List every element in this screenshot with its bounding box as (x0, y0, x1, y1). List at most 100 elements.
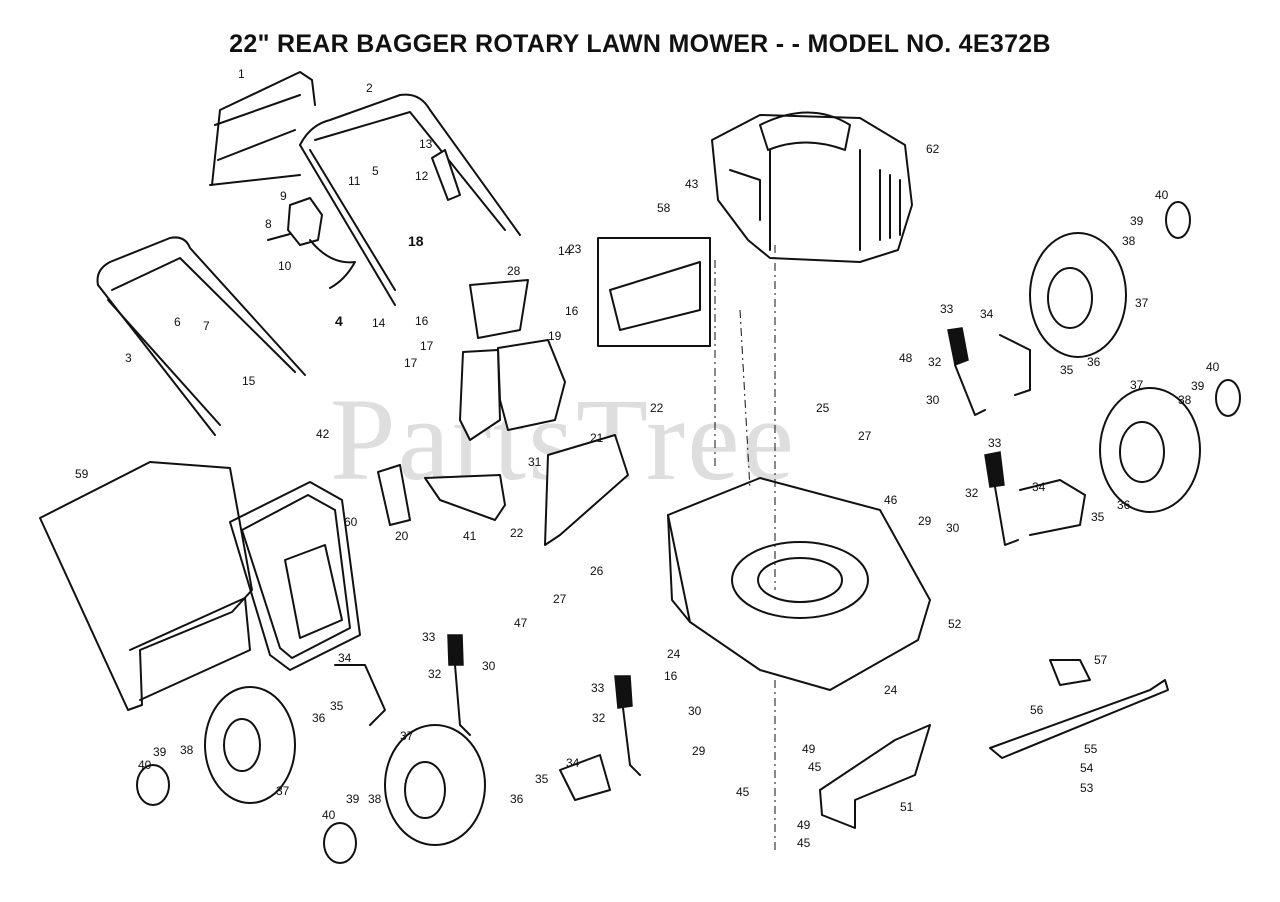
label-42: 42 (316, 427, 330, 441)
label-39b: 39 (1191, 379, 1205, 393)
label-54: 54 (1080, 761, 1094, 775)
label-32d: 32 (592, 711, 606, 725)
label-39c: 39 (153, 745, 167, 759)
label-36: 36 (1087, 355, 1101, 369)
label-22b: 22 (510, 526, 524, 540)
label-16c: 16 (664, 669, 678, 683)
label-53: 53 (1080, 781, 1094, 795)
label-58: 58 (657, 201, 671, 215)
label-19: 19 (548, 329, 562, 343)
label-17: 17 (420, 339, 434, 353)
label-33: 33 (940, 302, 954, 316)
label-29: 29 (918, 514, 932, 528)
blade-assembly (819, 659, 1169, 829)
label-36d: 36 (510, 792, 524, 806)
label-34b: 34 (1032, 480, 1046, 494)
middle-handle (299, 93, 521, 306)
label-43: 43 (685, 177, 699, 191)
label-30: 30 (926, 393, 940, 407)
mower-deck (667, 477, 931, 691)
label-40c: 40 (138, 758, 152, 772)
label-14b: 14 (372, 316, 386, 330)
label-51: 51 (900, 800, 914, 814)
label-59: 59 (75, 467, 89, 481)
label-28: 28 (507, 264, 521, 278)
part-labels: 1 2 3 4 5 6 7 8 9 10 11 12 13 14 14 15 1… (75, 67, 1220, 850)
label-24b: 24 (884, 683, 898, 697)
label-33c: 33 (422, 630, 436, 644)
label-31: 31 (528, 455, 542, 469)
label-37c: 37 (276, 784, 290, 798)
control-bracket (267, 197, 356, 289)
diagram-title: 22" REAR BAGGER ROTARY LAWN MOWER - - MO… (229, 30, 1051, 58)
label-34: 34 (980, 307, 994, 321)
label-35: 35 (1060, 363, 1074, 377)
label-48: 48 (899, 351, 913, 365)
label-21: 21 (590, 431, 604, 445)
label-34d: 34 (566, 756, 580, 770)
lower-handle (96, 236, 306, 436)
label-18: 18 (408, 233, 424, 249)
label-35d: 35 (535, 772, 549, 786)
label-15: 15 (242, 374, 256, 388)
label-40b: 40 (1206, 360, 1220, 374)
label-9: 9 (280, 189, 287, 203)
label-32c: 32 (428, 667, 442, 681)
label-7: 7 (203, 319, 210, 333)
label-6: 6 (174, 315, 181, 329)
label-3: 3 (125, 351, 132, 365)
label-45: 45 (736, 785, 750, 799)
label-2: 2 (366, 81, 373, 95)
label-33d: 33 (591, 681, 605, 695)
label-27: 27 (858, 429, 872, 443)
label-10: 10 (278, 259, 292, 273)
label-27b: 27 (553, 592, 567, 606)
label-11: 11 (348, 174, 361, 188)
height-adjusters (334, 327, 1086, 801)
label-17b: 17 (404, 356, 418, 370)
label-36c: 36 (312, 711, 326, 725)
grass-bag (39, 461, 253, 711)
label-45c: 45 (797, 836, 811, 850)
label-37: 37 (1135, 296, 1149, 310)
wheels (204, 232, 1201, 846)
label-12: 12 (415, 169, 429, 183)
label-25: 25 (816, 401, 830, 415)
label-5: 5 (372, 164, 379, 178)
label-39d: 39 (346, 792, 360, 806)
label-13: 13 (419, 137, 433, 151)
label-34c: 34 (338, 651, 352, 665)
label-35c: 35 (330, 699, 344, 713)
engine (711, 111, 913, 263)
label-24: 24 (667, 647, 681, 661)
label-30d: 30 (688, 704, 702, 718)
part-23-callout-box (597, 237, 711, 347)
label-38c: 38 (180, 743, 194, 757)
label-33b: 33 (988, 436, 1002, 450)
label-8: 8 (265, 217, 272, 231)
label-38: 38 (1122, 234, 1136, 248)
upper-handle (209, 71, 316, 186)
label-37d: 37 (400, 729, 414, 743)
label-56: 56 (1030, 703, 1044, 717)
label-52: 52 (948, 617, 962, 631)
label-57: 57 (1094, 653, 1108, 667)
label-49: 49 (802, 742, 816, 756)
label-1: 1 (238, 67, 245, 81)
label-47: 47 (514, 616, 528, 630)
label-16: 16 (415, 314, 429, 328)
label-32: 32 (928, 355, 942, 369)
label-20: 20 (395, 529, 409, 543)
label-40d: 40 (322, 808, 336, 822)
label-26: 26 (590, 564, 604, 578)
label-62: 62 (926, 142, 940, 156)
label-35b: 35 (1091, 510, 1105, 524)
label-38d: 38 (368, 792, 382, 806)
label-41: 41 (463, 529, 477, 543)
label-40: 40 (1155, 188, 1169, 202)
label-36b: 36 (1117, 498, 1131, 512)
label-46: 46 (884, 493, 898, 507)
label-29b: 29 (692, 744, 706, 758)
label-38b: 38 (1178, 393, 1192, 407)
